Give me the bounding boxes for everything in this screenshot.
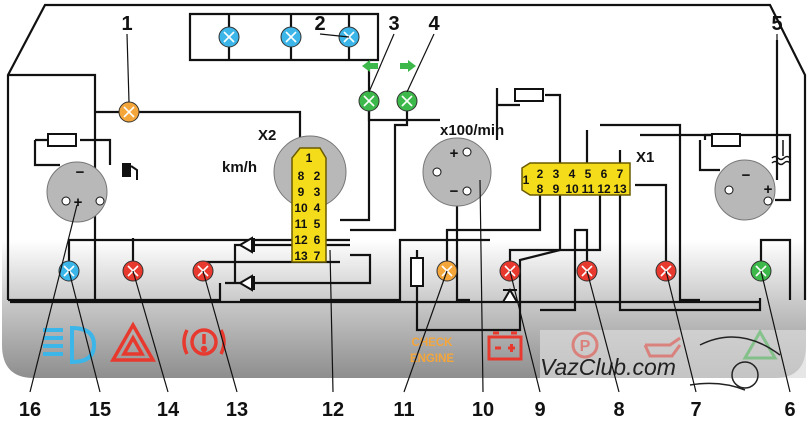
- callout-number: 5: [771, 13, 782, 35]
- speedometer: km/h X2: [222, 127, 347, 209]
- callout-number: 12: [322, 399, 344, 421]
- svg-text:+: +: [74, 194, 83, 211]
- x2-pin: 5: [314, 217, 321, 231]
- watermark-car-logo: [689, 336, 781, 391]
- callout-number: 8: [613, 399, 624, 421]
- callout-number: 7: [690, 399, 701, 421]
- orange-indicator-lamp: [118, 101, 140, 123]
- x1-pin: 3: [553, 167, 560, 181]
- callout-number: 4: [428, 13, 440, 35]
- x2-pin: 4: [314, 201, 321, 215]
- x1-pin: 2: [537, 167, 544, 181]
- blue-indicator-lamp: [218, 26, 240, 48]
- svg-text:X2: X2: [258, 127, 276, 144]
- x1-pin: 4: [569, 167, 576, 181]
- x2-pin: 1: [306, 151, 313, 165]
- callout-number: 16: [19, 399, 41, 421]
- check-engine-line2: ENGINE: [410, 353, 454, 365]
- x2-pin: 12: [294, 233, 308, 247]
- x2-pin: 10: [294, 201, 308, 215]
- svg-text:−: −: [76, 164, 85, 181]
- x1-pin: 5: [585, 167, 592, 181]
- fuel-pump-icon: [122, 163, 138, 180]
- turn-left-arrow-icon: [362, 60, 378, 72]
- callout-number: 3: [388, 13, 399, 35]
- oil-pressure-icon: [643, 336, 682, 358]
- callout-number: 1: [121, 13, 132, 35]
- x2-pin: 3: [314, 185, 321, 199]
- x2-pin: 7: [314, 249, 321, 263]
- x1-pin: 1: [523, 173, 530, 187]
- x1-pin: 12: [597, 182, 611, 196]
- panel-outline: [6, 3, 807, 300]
- callout-number: 14: [157, 399, 180, 421]
- blue-indicator-lamp: [280, 26, 302, 48]
- brake-warning-icon: [182, 328, 226, 356]
- resistor: [47, 133, 77, 147]
- svg-text:x100/min: x100/min: [440, 122, 504, 139]
- fuel-gauge: − +: [46, 161, 138, 223]
- x1-pin: 8: [537, 182, 544, 196]
- coolant-temp-icon: [771, 140, 791, 166]
- x1-pin: 11: [582, 182, 595, 196]
- parking-brake-icon: P: [571, 331, 599, 359]
- resistor: [514, 88, 544, 102]
- resistor: [410, 257, 424, 287]
- x1-pin: 10: [565, 182, 579, 196]
- tachometer: + − x100/min: [422, 122, 504, 207]
- x1-pin: 7: [617, 167, 624, 181]
- green-indicator-lamp: [358, 90, 380, 112]
- x2-pin: 13: [294, 249, 308, 263]
- temperature-gauge: − + X1: [636, 140, 791, 221]
- coolant-level-icon: [742, 328, 778, 360]
- x2-pin: 8: [298, 169, 305, 183]
- svg-text:X1: X1: [636, 149, 654, 166]
- x1-pin: 13: [613, 182, 627, 196]
- turn-right-arrow-icon: [400, 60, 416, 72]
- svg-text:−: −: [450, 183, 459, 200]
- callout-number: 10: [472, 399, 494, 421]
- check-engine-line1: CHECK: [412, 337, 454, 349]
- green-indicator-lamp: [396, 90, 418, 112]
- x1-pin: 6: [601, 167, 608, 181]
- callout-number: 11: [393, 399, 414, 421]
- diode: [238, 274, 255, 292]
- svg-text:P: P: [580, 338, 591, 355]
- callout-number: 13: [226, 399, 248, 421]
- callout-number: 6: [784, 399, 795, 421]
- svg-text:km/h: km/h: [222, 159, 257, 176]
- diode: [238, 236, 255, 254]
- watermark: VazClub.com: [540, 354, 676, 380]
- x2-pin: 6: [314, 233, 321, 247]
- battery-icon: [487, 331, 523, 361]
- callout-number: 2: [314, 13, 325, 35]
- callout-number: 15: [89, 399, 111, 421]
- hazard-icon: [109, 321, 157, 362]
- x2-pin: 2: [314, 169, 321, 183]
- svg-text:+: +: [450, 145, 459, 162]
- svg-text:−: −: [742, 167, 751, 184]
- resistor: [711, 133, 741, 147]
- x1-pin: 9: [553, 182, 560, 196]
- x2-pin: 11: [295, 217, 308, 231]
- x2-pin: 9: [298, 185, 305, 199]
- callout-number: 9: [534, 399, 545, 421]
- svg-text:+: +: [764, 181, 773, 198]
